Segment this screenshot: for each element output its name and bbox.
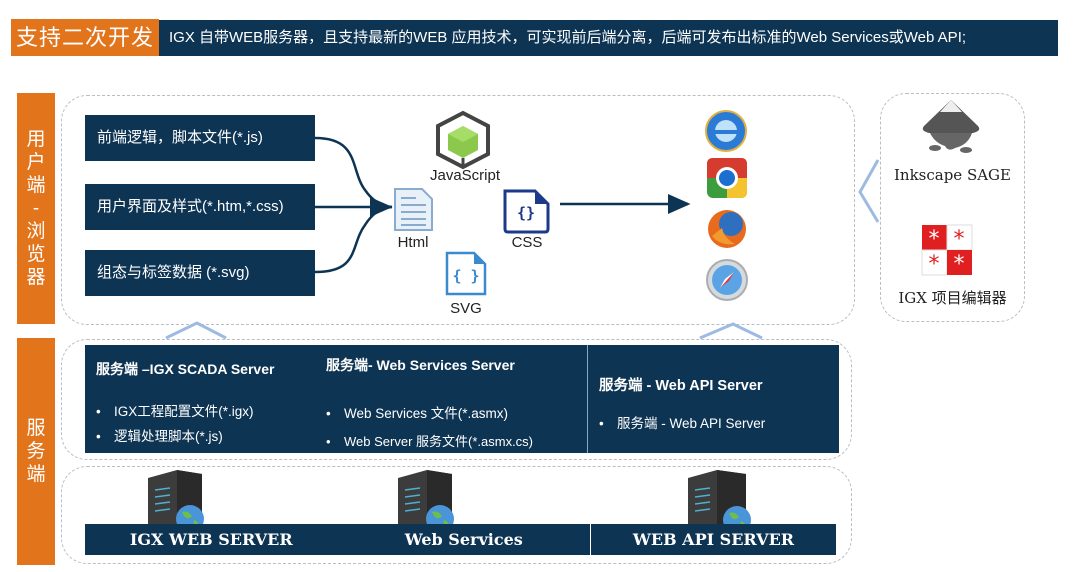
javascript-icon bbox=[436, 110, 490, 170]
up-arrow-client-right bbox=[699, 322, 763, 340]
server-item: • Web Server 服务文件(*.asmx.cs) bbox=[326, 431, 533, 450]
label-igx-editor: IGX 项目编辑器 bbox=[898, 289, 1007, 307]
tools-panel bbox=[880, 93, 1025, 322]
server-item: • Web Services 文件(*.asmx) bbox=[326, 402, 508, 422]
bullet: • bbox=[599, 416, 604, 431]
file-box-svg: 组态与标签数据 (*.svg) bbox=[85, 250, 315, 296]
bullet: • bbox=[326, 434, 331, 449]
label-inkscape: Inkscape SAGE bbox=[893, 166, 1011, 184]
svg-text:{}: {} bbox=[517, 204, 535, 222]
server-icon-webservices bbox=[398, 470, 454, 533]
chrome-icon bbox=[707, 158, 747, 198]
css-file-icon: {} bbox=[503, 189, 550, 234]
header-description: IGX 自带WEB服务器，且支持最新的WEB 应用技术，可实现前后端分离，后端可… bbox=[159, 20, 1058, 56]
connector-svg bbox=[314, 205, 393, 274]
hardware-label-webapi: WEB API SERVER bbox=[591, 524, 836, 555]
left-arrow-tools bbox=[858, 159, 880, 223]
side-label-server: 服 务 端 bbox=[17, 338, 55, 565]
client-panel bbox=[61, 95, 855, 325]
server-item: • 逻辑处理脚本(*.js) bbox=[96, 425, 223, 445]
side-char: 服 bbox=[26, 418, 46, 439]
ie-icon bbox=[705, 110, 747, 152]
hardware-bar-left: IGX WEB SERVER Web Services bbox=[85, 524, 590, 555]
server-icon-webapi bbox=[688, 470, 751, 534]
server-item-text: Web Server 服务文件(*.asmx.cs) bbox=[344, 434, 534, 449]
bullet: • bbox=[326, 406, 331, 421]
file-box-js: 前端逻辑，脚本文件(*.js) bbox=[85, 115, 315, 161]
side-char: 览 bbox=[26, 244, 46, 265]
server-item-text: 逻辑处理脚本(*.js) bbox=[114, 429, 223, 444]
html-file-icon bbox=[394, 188, 433, 231]
server-icon-igx bbox=[148, 470, 204, 533]
side-label-client: 用 户 端 - 浏 览 器 bbox=[17, 93, 55, 324]
server-divider bbox=[587, 345, 588, 453]
side-char: - bbox=[32, 198, 40, 219]
hardware-label-webservices: Web Services bbox=[404, 530, 523, 549]
svg-text:{ }: { } bbox=[452, 267, 479, 285]
svg-text:*: * bbox=[954, 227, 965, 252]
label-svg: SVG bbox=[450, 300, 482, 317]
server-title: 服务端 - Web API Server bbox=[599, 378, 763, 394]
svg-text:*: * bbox=[929, 252, 940, 277]
bullet: • bbox=[96, 404, 101, 419]
igx-editor-icon: * * * * bbox=[921, 224, 973, 277]
inkscape-icon bbox=[922, 100, 980, 153]
server-block: 服务端 –IGX SCADA Server •IGX工程配置文件(*.igx) … bbox=[85, 345, 839, 453]
hardware-label-igx: IGX WEB SERVER bbox=[129, 530, 293, 549]
side-char: 器 bbox=[26, 267, 46, 288]
svg-text:*: * bbox=[954, 252, 965, 277]
server-item-text: IGX工程配置文件(*.igx) bbox=[114, 404, 254, 419]
server-panel bbox=[61, 339, 852, 460]
side-char: 端 bbox=[26, 175, 46, 196]
server-item-text: 服务端 - Web API Server bbox=[617, 416, 766, 431]
svg-text:*: * bbox=[929, 227, 940, 252]
connector-js bbox=[314, 136, 393, 209]
header-tag: 支持二次开发 bbox=[11, 19, 159, 56]
side-char: 户 bbox=[26, 152, 46, 173]
hardware-panel bbox=[61, 466, 852, 564]
label-javascript: JavaScript bbox=[429, 167, 501, 184]
svg-file-icon: { } bbox=[445, 251, 487, 296]
firefox-icon bbox=[708, 210, 746, 248]
server-title: 服务端- Web Services Server bbox=[326, 357, 515, 373]
side-char: 用 bbox=[26, 129, 46, 150]
side-char: 浏 bbox=[26, 221, 46, 242]
server-title: 服务端 –IGX SCADA Server bbox=[96, 361, 275, 377]
label-html: Html bbox=[397, 234, 429, 251]
side-char: 端 bbox=[26, 464, 46, 485]
label-css: CSS bbox=[511, 234, 543, 251]
server-item: • 服务端 - Web API Server bbox=[599, 412, 765, 432]
server-item-text: Web Services 文件(*.asmx) bbox=[344, 406, 509, 421]
file-box-htm: 用户界面及样式(*.htm,*.css) bbox=[85, 184, 315, 230]
up-arrow-client-left bbox=[165, 321, 227, 340]
server-item: • IGX工程配置文件(*.igx) bbox=[96, 400, 254, 420]
bullet: • bbox=[96, 429, 101, 444]
safari-icon bbox=[706, 259, 748, 301]
side-char: 务 bbox=[26, 441, 46, 462]
